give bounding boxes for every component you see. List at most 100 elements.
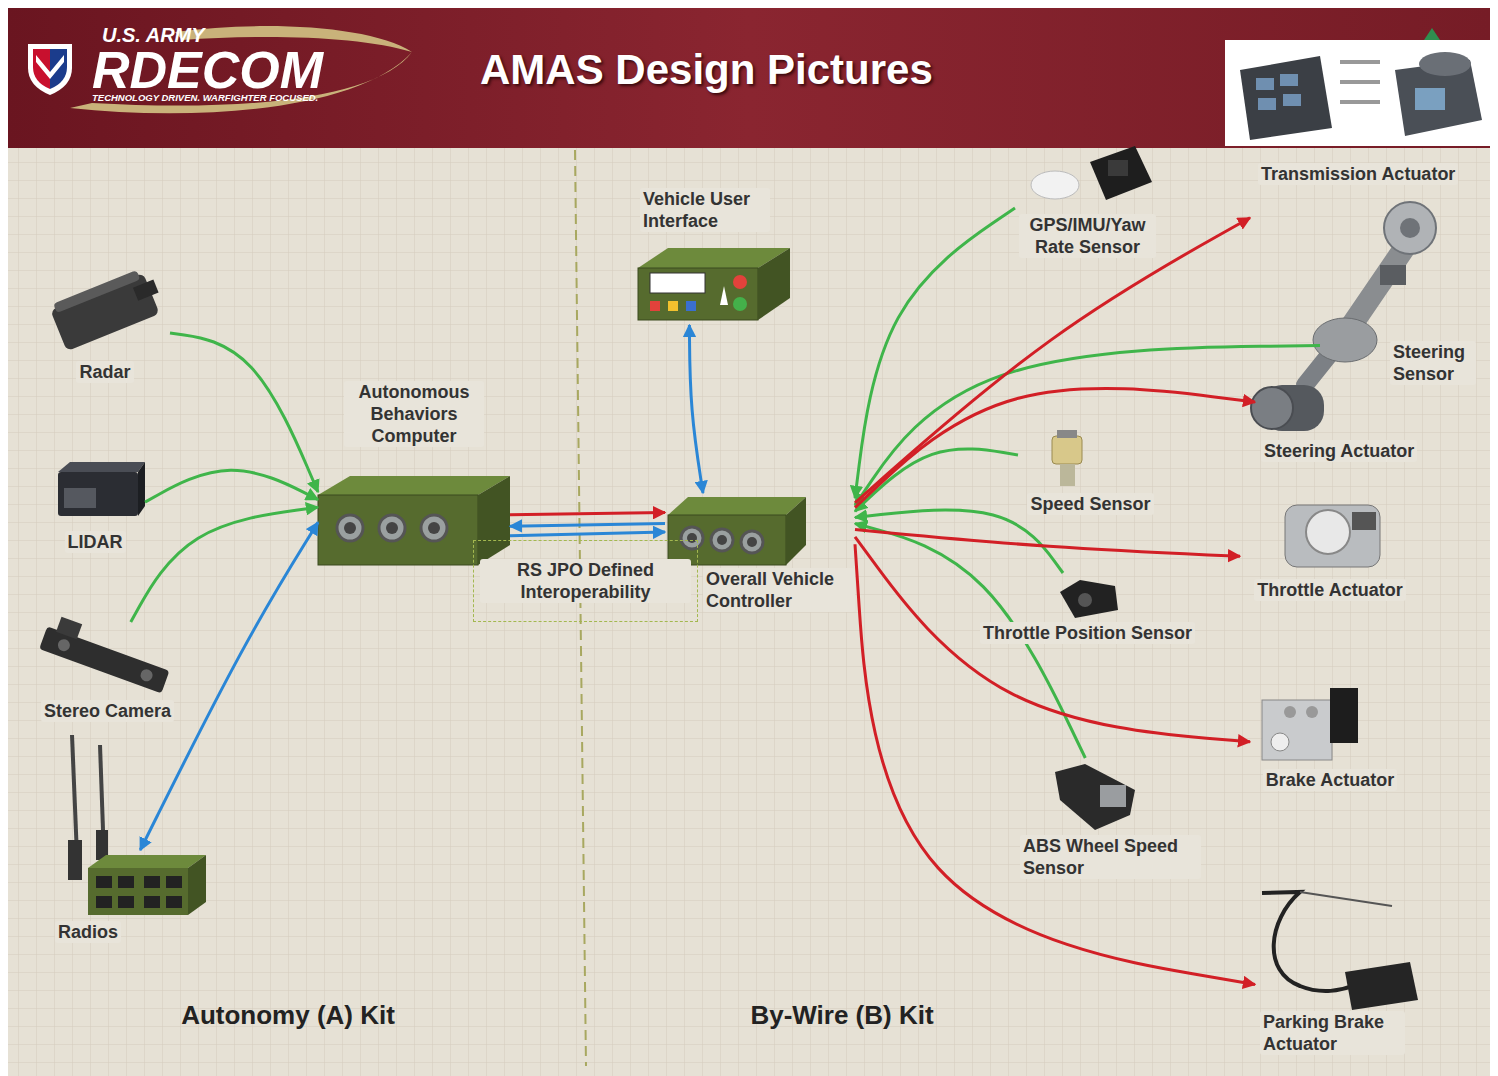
logo-text: TECHNOLOGY DRIVEN. WARFIGHTER FOCUSED. [92, 92, 318, 103]
connector [510, 524, 665, 527]
picture-space [640, 232, 770, 322]
picture-space [1261, 378, 1431, 440]
component-node: Overall Vehicle Controller [665, 493, 855, 615]
connector [855, 346, 1320, 506]
label-wrap: Brake Actuator [1254, 769, 1406, 791]
gps-picture [1031, 146, 1152, 200]
label-wrap: Speed Sensor [1022, 493, 1159, 515]
label-wrap: Autonomous Behaviors Computer [344, 381, 484, 447]
component-label: Brake Actuator [1263, 769, 1397, 791]
component-node: Throttle Actuator [1240, 498, 1420, 604]
component-label: Throttle Position Sensor [980, 622, 1195, 644]
component-node: Radios [55, 850, 210, 946]
label-wrap: ABS Wheel Speed Sensor [1020, 835, 1201, 879]
header-band [8, 8, 1490, 148]
lidar-picture [58, 462, 145, 516]
connector [855, 218, 1250, 503]
computer-box-picture [318, 476, 510, 565]
position-sensor-picture [1060, 580, 1118, 618]
grid [8, 148, 1490, 1076]
controller-box-picture [668, 497, 806, 565]
interface-box: RS JPO Defined Interoperability [473, 540, 698, 622]
picture-space [1258, 185, 1481, 225]
label-wrap: LIDAR [49, 531, 141, 553]
connector [855, 537, 1250, 742]
label-wrap: Throttle Position Sensor [969, 622, 1206, 644]
throttle-body-picture [1285, 505, 1380, 567]
picture-space [969, 576, 1206, 622]
component-label: GPS/IMU/Yaw Rate Sensor [1019, 214, 1156, 258]
label-wrap: Vehicle User Interface [640, 188, 770, 232]
label-wrap: Steering Actuator [1261, 440, 1431, 462]
label-wrap: Overall Vehicle Controller [703, 568, 855, 612]
label-wrap: Radar [44, 361, 166, 383]
picture-space [1019, 146, 1156, 214]
component-label: Radar [76, 361, 133, 383]
picture-space [344, 447, 484, 565]
component-node: ABS Wheel Speed Sensor [1015, 758, 1205, 882]
army-shield [28, 44, 72, 95]
component-label: Radios [55, 921, 121, 943]
user-interface-picture [638, 248, 790, 320]
component-node: Speed Sensor [1018, 428, 1163, 518]
stereo-camera-picture [39, 613, 174, 693]
label-wrap: GPS/IMU/Yaw Rate Sensor [1019, 214, 1156, 258]
label-wrap: Parking Brake Actuator [1260, 1011, 1405, 1055]
component-node: Transmission Actuator [1250, 160, 1485, 228]
picture-space [49, 461, 141, 531]
speed-sensor-picture [1052, 430, 1082, 486]
label-wrap: RS JPO Defined Interoperability [480, 559, 691, 603]
component-label: RS JPO Defined Interoperability [480, 559, 691, 603]
picture-space [34, 625, 181, 700]
picture-space [44, 271, 166, 361]
label-wrap: Transmission Actuator [1258, 163, 1481, 185]
connector [145, 470, 318, 502]
component-node: Vehicle User Interface [635, 185, 795, 325]
picture-space [1244, 501, 1416, 579]
component-node: Brake Actuator [1250, 678, 1410, 794]
component-label: Vehicle User Interface [640, 188, 770, 232]
component-label: Steering Sensor [1390, 341, 1476, 385]
component-node: Parking Brake Actuator [1255, 883, 1425, 1058]
component-label: Stereo Camera [41, 700, 174, 722]
label-wrap: Throttle Actuator [1244, 579, 1416, 601]
connector [510, 513, 665, 515]
connector [855, 544, 1255, 984]
component-label: Parking Brake Actuator [1260, 1011, 1405, 1055]
wheel-sensor-picture [1055, 764, 1135, 830]
component-node: Stereo Camera [30, 622, 185, 725]
component-label: Overall Vehicle Controller [703, 568, 855, 612]
component-label: Speed Sensor [1027, 493, 1153, 515]
component-node: GPS/IMU/Yaw Rate Sensor [1015, 143, 1160, 261]
region-label: Autonomy (A) Kit [181, 1000, 395, 1030]
picture-space [1020, 761, 1201, 835]
label-wrap: Stereo Camera [34, 700, 181, 722]
parking-brake-picture [1262, 892, 1418, 1010]
component-label: Steering Actuator [1261, 440, 1417, 462]
connector [855, 510, 1063, 573]
page-title: AMAS Design Pictures [480, 46, 933, 94]
component-node: Steering Sensor [1320, 335, 1480, 388]
steering-motor-picture [1251, 385, 1324, 431]
connector [855, 530, 1240, 557]
radar-picture [49, 266, 167, 352]
connector [689, 325, 703, 493]
picture-space [703, 496, 855, 568]
logo-text: RDECOM [92, 40, 323, 100]
component-label: Transmission Actuator [1258, 163, 1458, 185]
picture-space [1260, 886, 1405, 1011]
component-node: Radar [40, 268, 170, 386]
connector [140, 522, 318, 850]
picture-space [1022, 431, 1159, 493]
connector [170, 333, 318, 492]
label-wrap: Radios [55, 921, 206, 943]
ground [8, 148, 1490, 1076]
component-node: Steering Actuator [1255, 375, 1435, 465]
picture-space [55, 853, 206, 921]
connector [131, 507, 318, 622]
connector [855, 389, 1255, 508]
component-node: LIDAR [45, 458, 145, 556]
component-label: ABS Wheel Speed Sensor [1020, 835, 1201, 879]
